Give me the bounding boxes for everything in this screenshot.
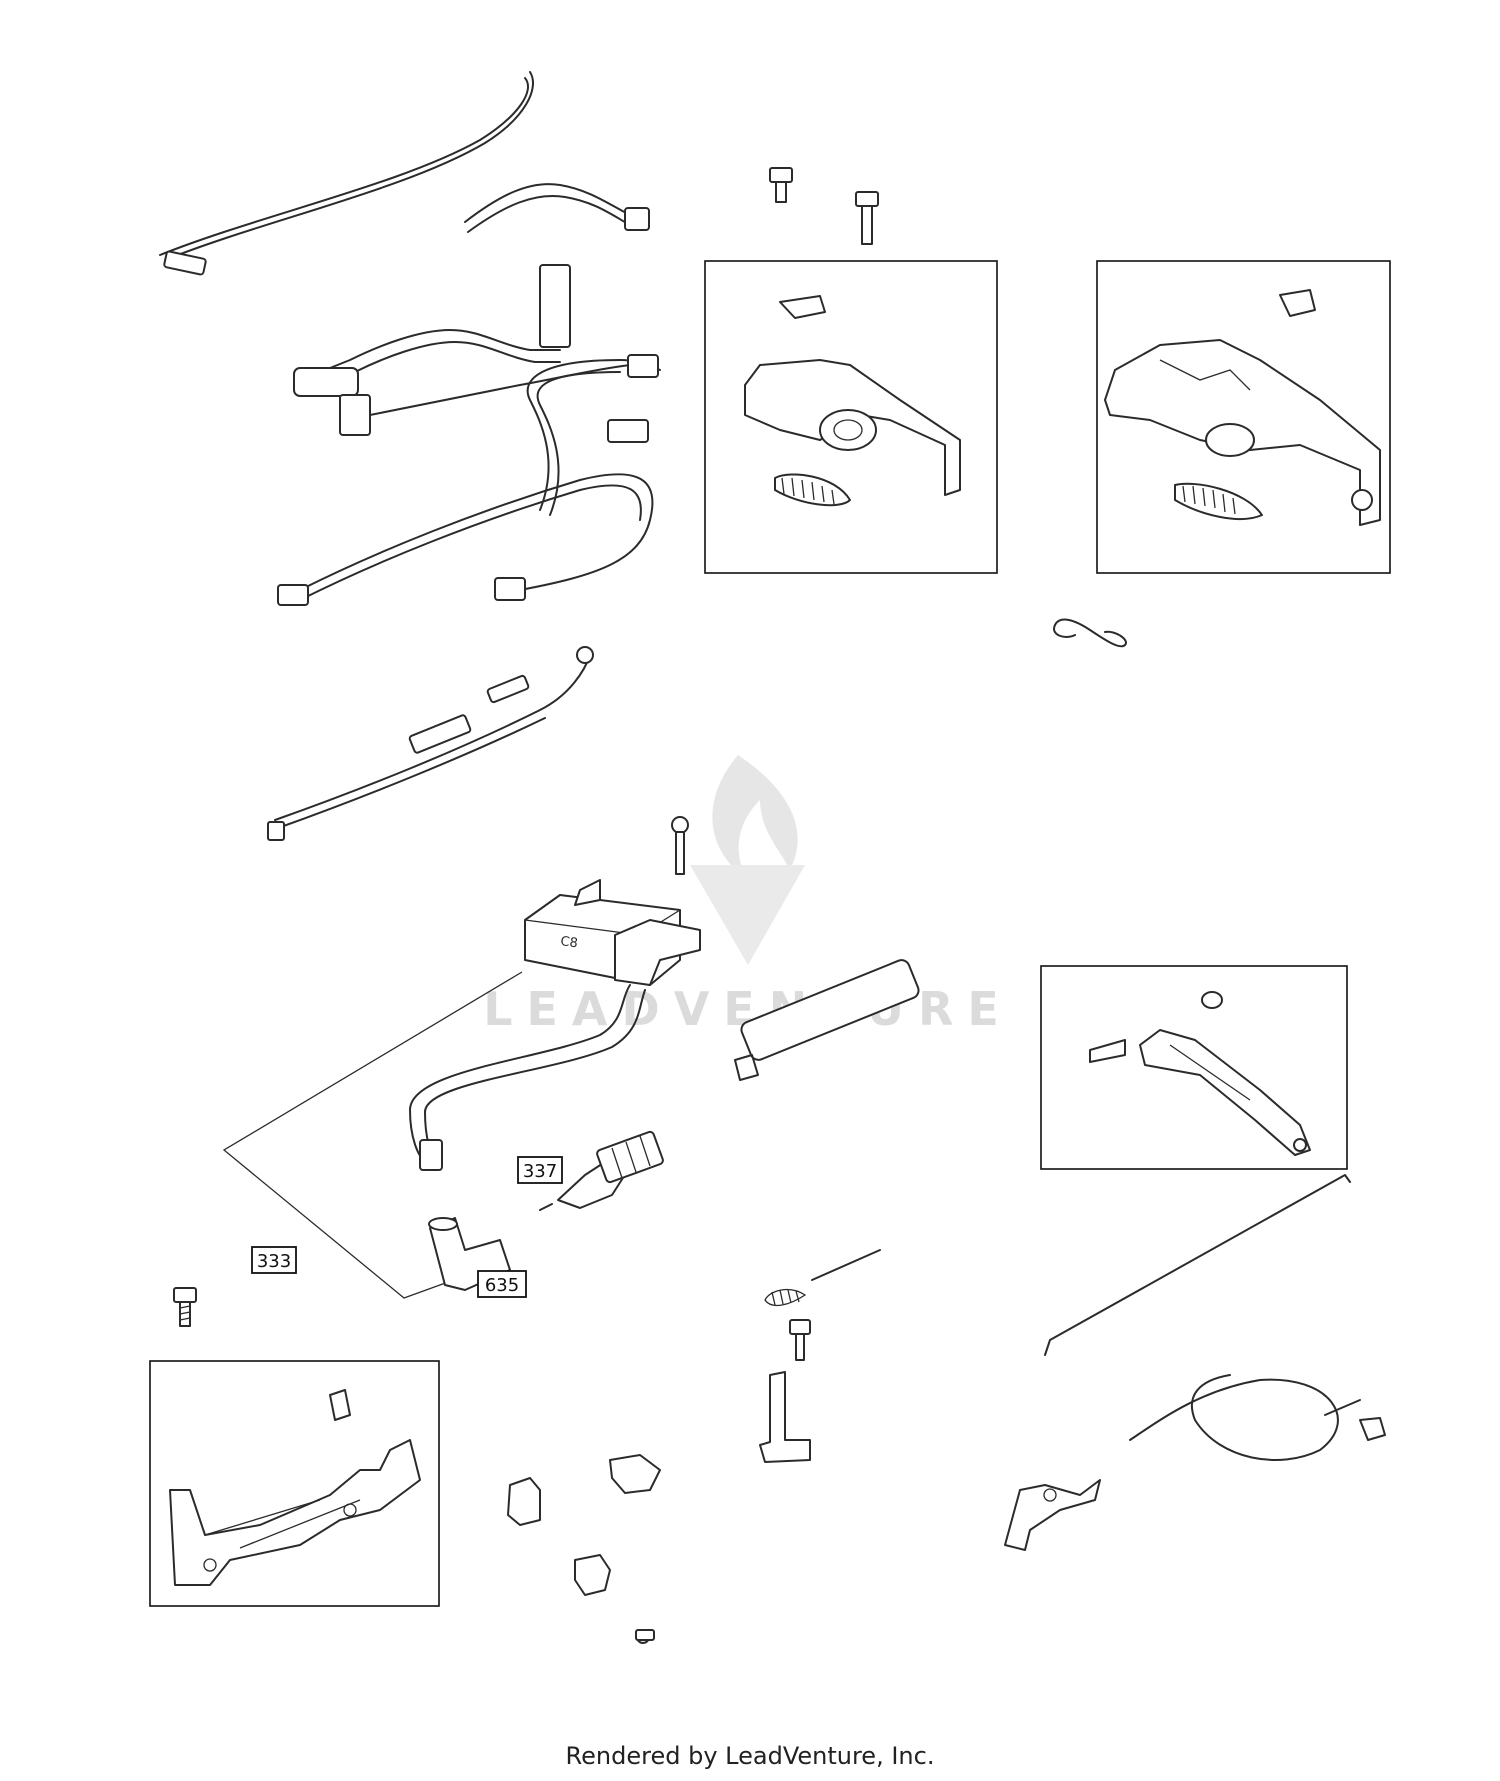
governor-spring [764,1249,881,1361]
bolt-pair-top [769,167,879,245]
callout-333: 333 [251,1246,297,1274]
spark-plug [539,1130,664,1211]
small-screw-bottom [635,1629,655,1644]
callout-337-label: 337 [523,1161,557,1182]
link-s-hook [1053,618,1127,648]
mount-bracket [759,1371,811,1463]
footer-credit: Rendered by LeadVenture, Inc. [565,1742,935,1770]
governor-control-box-1 [704,260,998,574]
choke-cable [1129,1374,1386,1461]
choke-lever [1004,1479,1101,1551]
governor-control-box-3 [149,1360,440,1607]
ground-shield [734,959,920,1081]
wiring-harness-main [277,264,661,606]
coil-label: C8 [559,934,578,951]
throttle-lever-box [1040,965,1348,1170]
governor-control-assembly-2 [1104,289,1381,526]
screw-coil [671,816,689,875]
harness-mid [267,646,594,841]
governor-rod [1044,1174,1351,1356]
governor-control-assembly-1 [744,295,961,507]
callout-635-label: 635 [485,1275,519,1296]
governor-control-box-2 [1096,260,1391,574]
small-bracket-2 [609,1454,661,1494]
small-bracket-3 [574,1554,611,1596]
bolt-left [173,1287,197,1327]
callout-337: 337 [517,1156,563,1184]
throttle-lever-assembly [1089,991,1311,1156]
ignition-coil: C8 [409,879,701,1171]
small-bracket-1 [507,1477,541,1526]
wire-lead-top [159,71,534,276]
leader-lines [222,971,523,1299]
harness-short [464,183,650,233]
governor-control-assembly-3 [169,1389,421,1586]
callout-635: 635 [477,1270,527,1298]
callout-333-label: 333 [257,1251,291,1272]
